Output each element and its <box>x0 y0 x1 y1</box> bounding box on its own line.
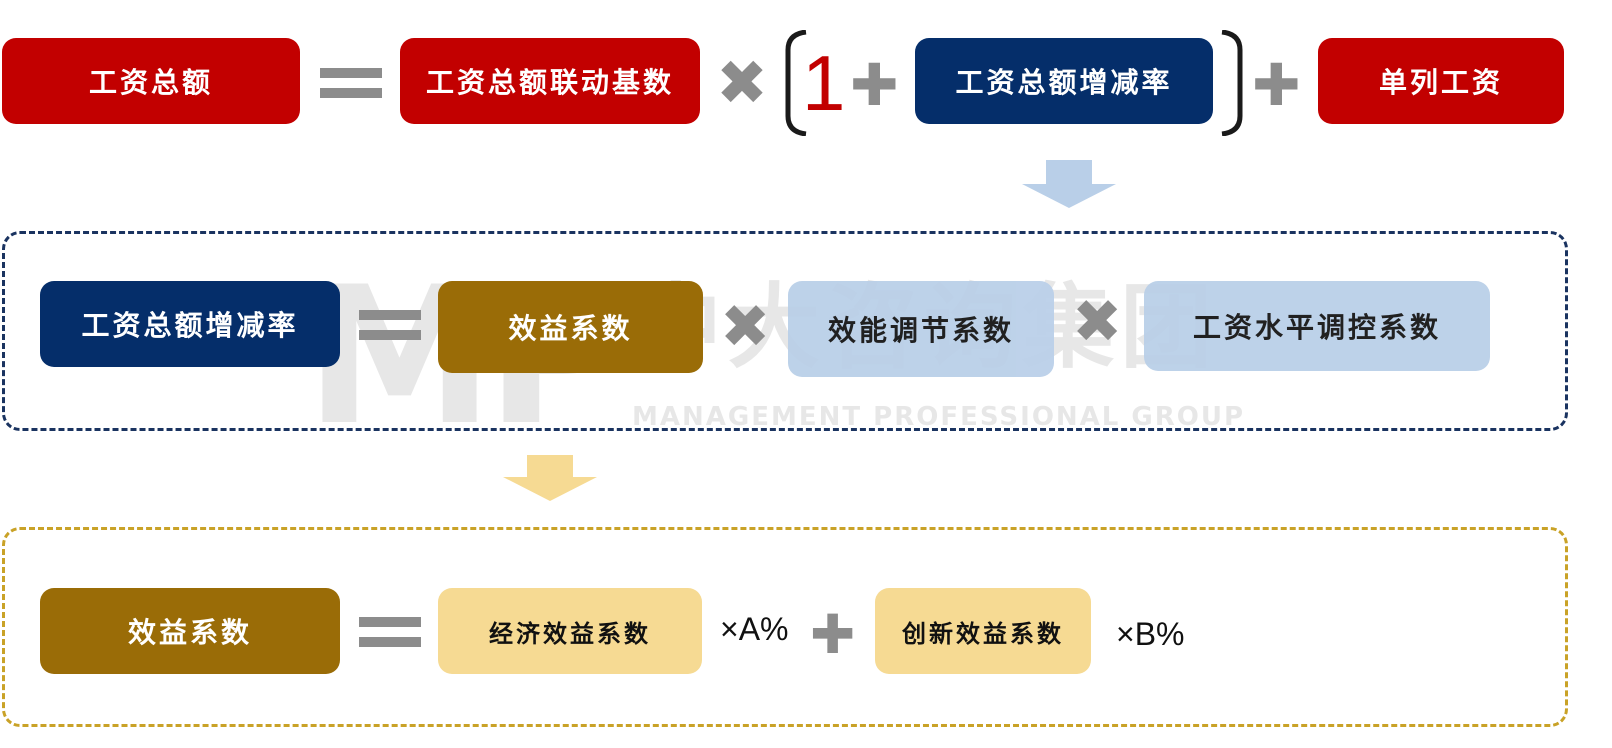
one-label: 1 <box>802 39 846 127</box>
efficiency-coefficient-box: 效能调节系数 <box>788 281 1054 377</box>
watermark-en: MANAGEMENT PROFESSIONAL GROUP <box>632 402 1246 432</box>
economic-benefit-box: 经济效益系数 <box>438 588 702 674</box>
plus-icon: ✚ <box>810 603 856 666</box>
equals-icon <box>359 310 421 340</box>
plus-icon: ✚ <box>850 51 899 119</box>
innovation-benefit-box: 创新效益系数 <box>875 588 1091 674</box>
down-arrow-icon <box>1022 160 1116 208</box>
times-a-label: ×A% <box>720 611 789 647</box>
wage-rate-box: 工资总额增减率 <box>40 281 340 367</box>
separate-wage-box: 单列工资 <box>1318 38 1564 124</box>
wage-rate-box: 工资总额增减率 <box>915 38 1213 124</box>
wage-level-coefficient-box: 工资水平调控系数 <box>1144 281 1490 371</box>
benefit-coefficient-box: 效益系数 <box>40 588 340 674</box>
right-bracket-icon <box>1221 30 1243 136</box>
wage-total-box: 工资总额 <box>2 38 300 124</box>
benefit-breakdown-frame <box>2 527 1568 727</box>
benefit-coefficient-box: 效益系数 <box>438 281 703 373</box>
down-arrow-icon <box>503 455 597 501</box>
equals-icon <box>320 68 382 98</box>
multiply-icon: ✖ <box>1072 287 1123 357</box>
plus-icon: ✚ <box>1252 51 1301 119</box>
wage-base-box: 工资总额联动基数 <box>400 38 700 124</box>
left-bracket-icon <box>785 30 807 136</box>
multiply-icon: ✖ <box>716 46 768 119</box>
times-b-label: ×B% <box>1116 616 1185 652</box>
multiply-icon: ✖ <box>720 292 771 362</box>
rate-breakdown-frame <box>2 231 1568 431</box>
equals-icon <box>359 617 421 647</box>
